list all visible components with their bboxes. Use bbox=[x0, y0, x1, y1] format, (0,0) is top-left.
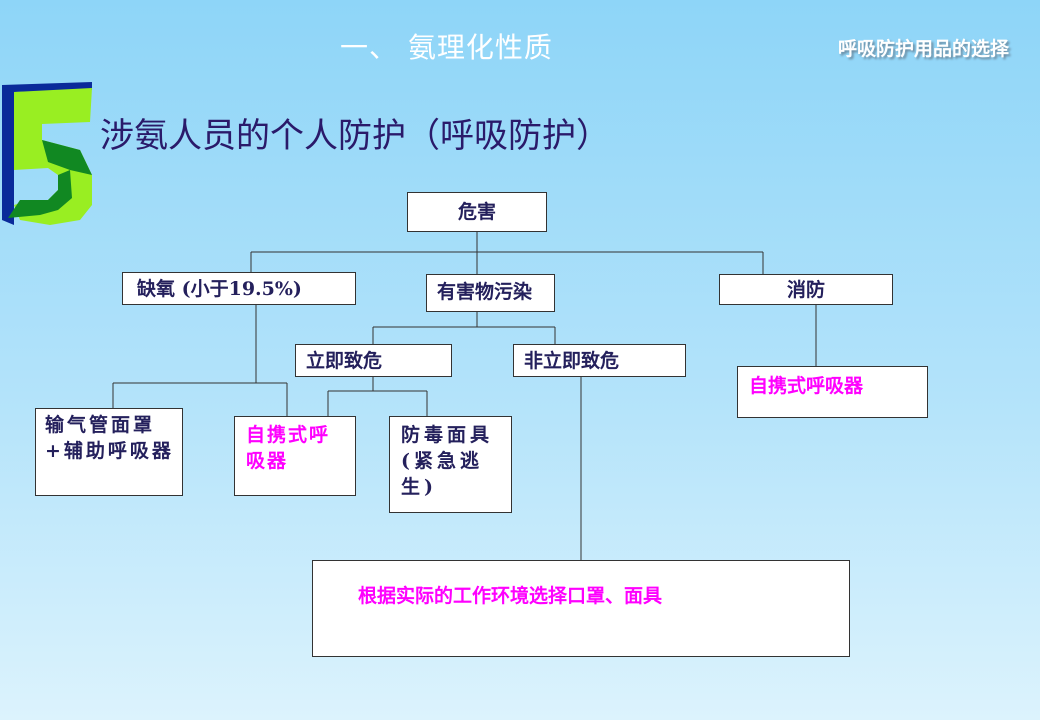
node-non-immediate-danger: 非立即致危 bbox=[513, 344, 686, 377]
node-label: 有害物污染 bbox=[437, 281, 533, 303]
node-label: 非立即致危 bbox=[524, 350, 620, 372]
node-label: 自携式呼吸器 bbox=[749, 375, 864, 397]
node-hypoxia: 缺氧 (小于19.5%) bbox=[122, 272, 356, 305]
node-contamination: 有害物污染 bbox=[426, 274, 555, 312]
node-label: 防毒面具(紧急逃生) bbox=[401, 424, 494, 498]
node-label: 输气管面罩+辅助呼吸器 bbox=[45, 414, 174, 462]
node-label: 自携式呼吸器 bbox=[246, 424, 331, 472]
slide-heading: 涉氨人员的个人防护（呼吸防护） bbox=[100, 116, 610, 156]
node-label: 缺氧 (小于19.5%) bbox=[137, 278, 302, 300]
node-note: 根据实际的工作环境选择口罩、面具 bbox=[312, 560, 850, 657]
node-label: 立即致危 bbox=[306, 350, 383, 372]
node-hazard: 危害 bbox=[407, 192, 547, 232]
node-scba-fire: 自携式呼吸器 bbox=[737, 366, 928, 418]
node-label: 危害 bbox=[457, 201, 496, 223]
corner-title: 呼吸防护用品的选择 bbox=[838, 38, 1010, 60]
node-scba-immediate: 自携式呼吸器 bbox=[234, 416, 356, 496]
node-label: 根据实际的工作环境选择口罩、面具 bbox=[358, 585, 663, 607]
node-immediate-danger: 立即致危 bbox=[295, 344, 452, 377]
node-label: 消防 bbox=[786, 279, 825, 301]
node-airline-respirator: 输气管面罩+辅助呼吸器 bbox=[35, 408, 183, 496]
node-fire: 消防 bbox=[719, 274, 893, 305]
number-five-graphic bbox=[2, 82, 92, 225]
section-title: 一、 氨理化性质 bbox=[340, 31, 553, 64]
node-gas-mask: 防毒面具(紧急逃生) bbox=[389, 416, 512, 513]
